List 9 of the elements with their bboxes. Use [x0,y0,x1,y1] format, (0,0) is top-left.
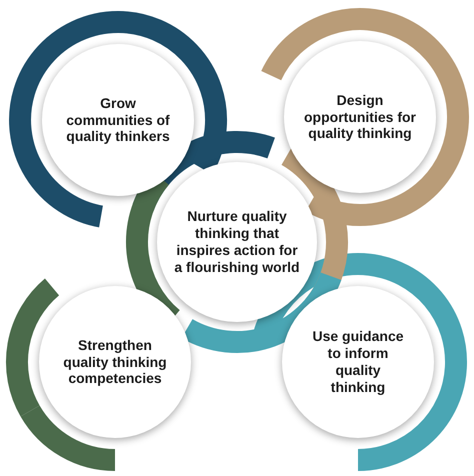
circle-node [42,44,194,196]
node-label: Nurture quality thinking that inspires action for a flourishing world [173,208,301,276]
circle-node [284,41,436,193]
node-label: Grow communities of quality thinkers [65,94,171,146]
node-label: Use guidance to inform quality thinking [311,328,405,396]
circle-node [282,286,434,438]
circle-node [39,286,191,438]
node-label: Strengthen quality thinking competencies [62,336,168,388]
node-label: Design opportunities for quality thinking [304,92,416,142]
